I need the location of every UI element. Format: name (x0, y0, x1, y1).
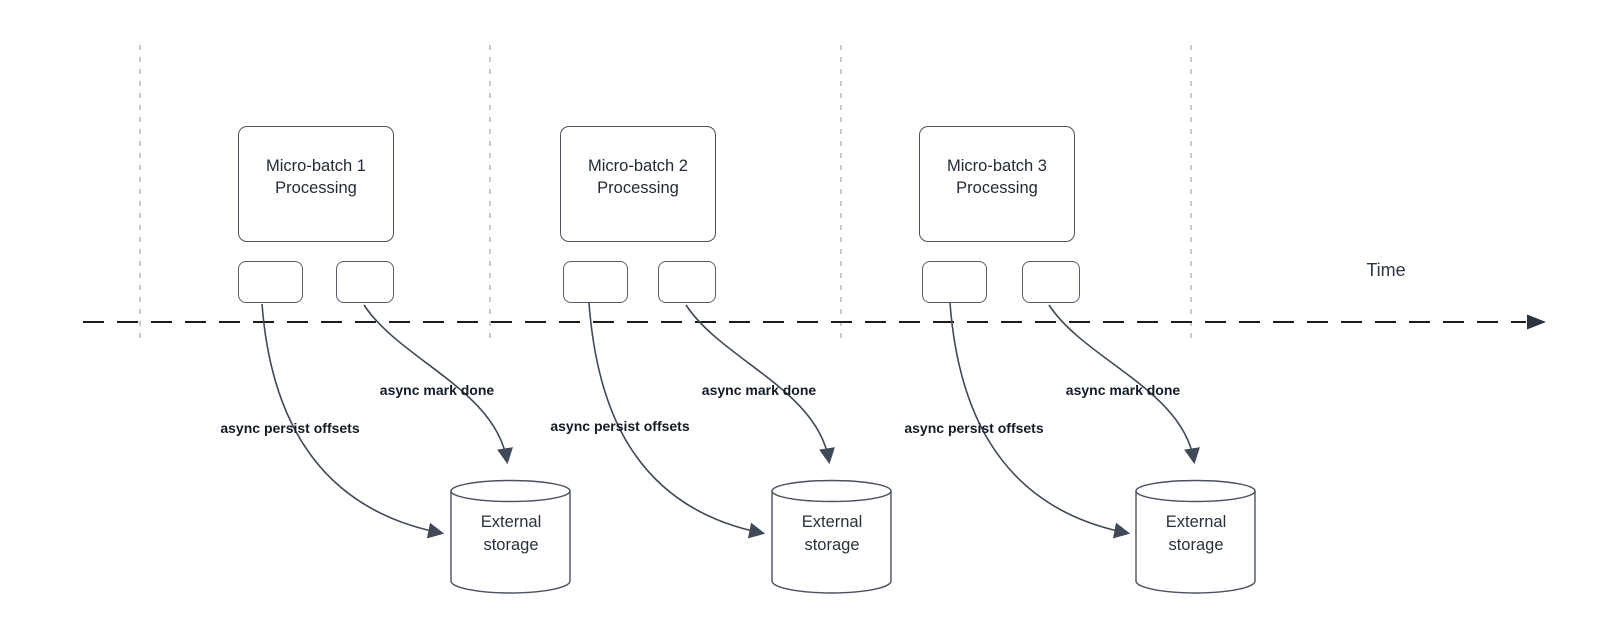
mark-done-label-2: async mark done (701, 382, 817, 398)
persist-offsets-label-2: async persist offsets (550, 418, 690, 434)
curve-persist-offsets-2 (588, 302, 766, 539)
external-storage-cylinder-3 (1135, 479, 1256, 594)
external-storage-cylinder-2 (771, 479, 892, 594)
curve-persist-offsets-3 (949, 302, 1131, 539)
time-axis-label: Time (1366, 260, 1406, 280)
micro-batch-2-box: Micro-batch 2 Processing (560, 126, 716, 242)
curve-mark-done-3 (1048, 304, 1200, 465)
external-storage-label-3: External storage (1165, 513, 1227, 554)
persist-offsets-label-3: async persist offsets (904, 420, 1044, 436)
external-storage-label-1: External storage (480, 513, 542, 554)
micro-batch-1-done-task-box (336, 261, 394, 303)
micro-batch-1-offset-task-box (238, 261, 303, 303)
curve-persist-offsets-1 (261, 303, 445, 539)
micro-batch-3-done-task-box (1022, 261, 1080, 303)
mark-done-label-1: async mark done (379, 382, 495, 398)
curve-mark-done-1 (363, 304, 513, 465)
time-axis-arrowhead-icon (1527, 314, 1546, 330)
external-storage-cylinder-1 (450, 479, 571, 594)
micro-batch-3-title: Micro-batch 3 Processing (947, 157, 1047, 197)
micro-batch-2-done-task-box (658, 261, 716, 303)
micro-batch-2-title: Micro-batch 2 Processing (588, 157, 688, 197)
micro-batch-2-offset-task-box (563, 261, 628, 303)
micro-batch-1-box: Micro-batch 1 Processing (238, 126, 394, 242)
curve-mark-done-2 (685, 304, 835, 465)
mark-done-label-3: async mark done (1065, 382, 1181, 398)
micro-batch-3-offset-task-box (922, 261, 987, 303)
micro-batch-3-box: Micro-batch 3 Processing (919, 126, 1075, 242)
persist-offsets-label-1: async persist offsets (220, 420, 360, 436)
external-storage-label-2: External storage (801, 513, 863, 554)
micro-batch-1-title: Micro-batch 1 Processing (266, 157, 366, 197)
